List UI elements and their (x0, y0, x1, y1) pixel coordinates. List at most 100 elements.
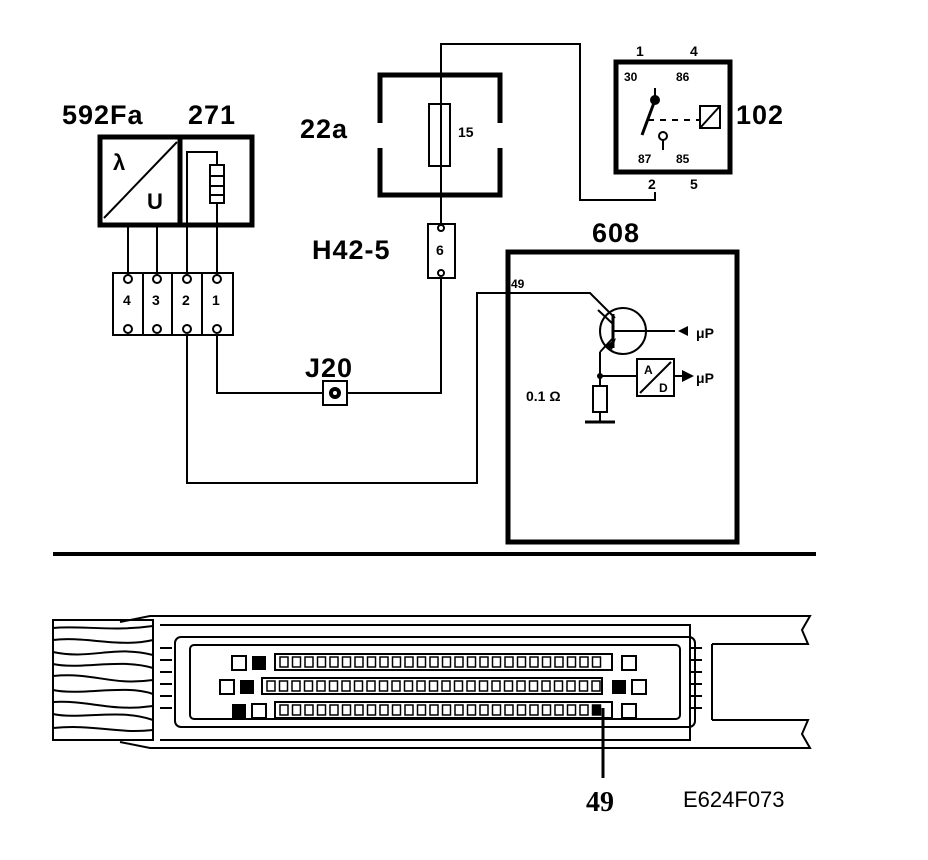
connector-pin (591, 680, 601, 692)
relay-coil-icon (699, 105, 721, 129)
shunt-resistor-icon (592, 385, 608, 413)
connector-pin (353, 680, 364, 692)
connector-pin (479, 656, 489, 668)
ecu-output-label-2: μP (696, 370, 714, 386)
relay-code-label: 102 (736, 100, 784, 130)
connector-pin (554, 704, 564, 716)
relay-pin-1: 1 (636, 43, 644, 59)
pin-row-frame (261, 677, 603, 695)
connector-pin (491, 656, 502, 668)
wire-bundle (52, 619, 154, 741)
sensor-code-label: 592Fa (62, 100, 144, 130)
connector-pin (366, 680, 376, 692)
connector-pin (591, 656, 602, 668)
connector-pin (391, 656, 402, 668)
connector-pin (466, 704, 477, 716)
junction-j20 (322, 380, 348, 406)
adc-label-d: D (659, 381, 668, 395)
connector-pin (329, 704, 339, 716)
connector-pin (391, 704, 402, 716)
relay-terminal-30: 30 (624, 70, 638, 84)
connector-pin (303, 680, 314, 692)
connector-pin (328, 680, 339, 692)
adc-label-a: A (644, 363, 653, 377)
connector-h42: 6 (427, 223, 456, 279)
connector-pin (553, 680, 564, 692)
connector-pin (279, 656, 289, 668)
heater-element (177, 134, 255, 232)
sensor-connector-pin-3: 3 (152, 292, 160, 308)
connector-pin (366, 704, 377, 716)
connector-pin (304, 656, 314, 668)
adc-icon (636, 358, 675, 397)
connector-pin (279, 704, 289, 716)
connector-pin (516, 680, 526, 692)
connector-h42-pin: 6 (436, 242, 444, 258)
connector-pin (291, 704, 302, 716)
connector-pin (441, 704, 452, 716)
fuse-box-code-label: 22a (300, 114, 348, 144)
connector-pin (429, 704, 439, 716)
connector-pin (404, 704, 414, 716)
sensor-symbol-u: U (147, 189, 163, 214)
fuse-number: 15 (458, 124, 474, 140)
connector-pin-label: 49 (586, 787, 614, 818)
connector-pin (354, 656, 364, 668)
sensor-connector-pin-1: 1 (212, 292, 220, 308)
connector-pin (378, 680, 389, 692)
connector-pin (428, 680, 439, 692)
connector-pin (291, 680, 301, 692)
connector-pin (403, 680, 414, 692)
connector-pin (516, 704, 527, 716)
relay-terminal-86: 86 (676, 70, 690, 84)
connector-pin (529, 704, 539, 716)
connector-pin (429, 656, 439, 668)
fuse-icon (428, 103, 451, 167)
connector-pin (591, 704, 602, 716)
connector-pin (453, 680, 464, 692)
wire-fuse-relay (440, 43, 656, 224)
relay-terminal-85: 85 (676, 152, 690, 166)
connector-pin (503, 680, 514, 692)
figure-code: E624F073 (683, 787, 785, 812)
connector-pin (504, 656, 514, 668)
relay-terminal-87: 87 (638, 152, 652, 166)
connector-pin (579, 704, 589, 716)
shunt-resistor-label: 0.1 Ω (526, 388, 561, 404)
connector-pin (454, 704, 464, 716)
relay-pin-5: 5 (690, 176, 698, 192)
pin-row-frame (274, 701, 613, 719)
connector-pin (466, 680, 476, 692)
connector-pin (491, 704, 502, 716)
connector-pin (341, 656, 352, 668)
sensor-symbol-lambda: λ (113, 150, 125, 175)
connector-pin (516, 656, 527, 668)
connector-pin (479, 704, 489, 716)
relay-pin-4: 4 (690, 43, 698, 59)
connector-pin (566, 704, 577, 716)
connector-pin (379, 704, 389, 716)
wire-pin2-ecu (186, 292, 616, 484)
connector-pin (329, 656, 339, 668)
relay-102: 30 86 87 85 (613, 59, 733, 175)
heater-code-label: 271 (188, 100, 236, 130)
ecu-608: 49 μP A D μP 0.1 Ω (505, 249, 740, 545)
connector-pin (554, 656, 564, 668)
connector-pin (391, 680, 401, 692)
connector-pin-rows (261, 653, 613, 719)
ecu-output-label-1: μP (696, 325, 714, 341)
connector-pin (541, 656, 552, 668)
junction-code-label: J20 (305, 353, 353, 383)
ecu-connector-view (52, 615, 812, 778)
connector-pin (266, 680, 276, 692)
connector-pin (441, 656, 452, 668)
connector-pin (341, 704, 352, 716)
connector-pin (504, 704, 514, 716)
connector-pin (341, 680, 351, 692)
connector-pin (404, 656, 414, 668)
connector-pin (578, 680, 589, 692)
ecu-pin-number: 49 (511, 277, 525, 291)
connector-pin (566, 656, 577, 668)
connector-pin (478, 680, 489, 692)
